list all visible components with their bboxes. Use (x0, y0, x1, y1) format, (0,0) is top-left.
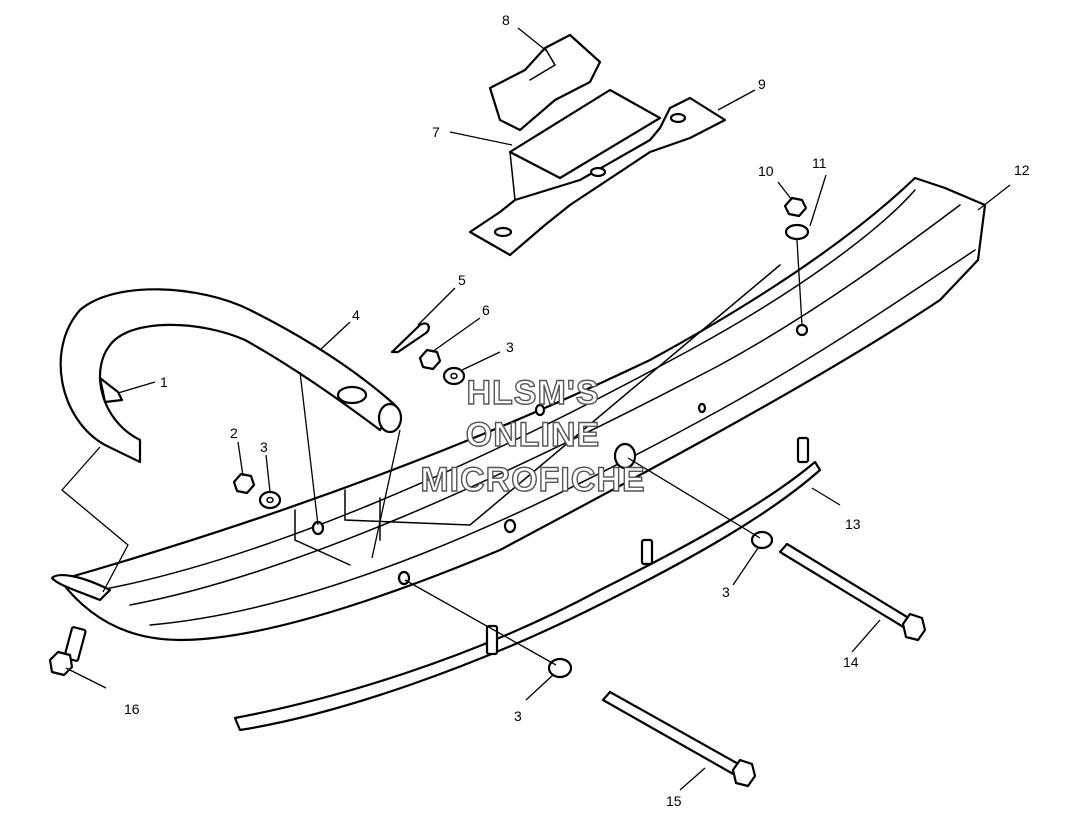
callout-5: 5 (458, 272, 466, 288)
saddle-pad (488, 33, 602, 132)
washer-3a (258, 490, 282, 510)
nut-2 (232, 472, 256, 495)
ski-saddle (468, 88, 727, 257)
bolt-16-head (48, 650, 74, 677)
callout-labels: 1 2 3 3 3 3 4 5 6 7 8 9 10 11 12 13 14 1… (124, 12, 1030, 809)
callout-7: 7 (432, 124, 440, 140)
callout-3c: 3 (722, 584, 730, 600)
callout-15: 15 (666, 793, 682, 809)
wear-bar (233, 436, 822, 732)
watermark-line-2: ONLINE (466, 416, 600, 454)
bolt-14-shank (778, 542, 914, 630)
ski-body (58, 176, 987, 642)
bolt-14-head (901, 612, 927, 642)
ski-tip (50, 574, 112, 602)
washer-3b (442, 366, 466, 386)
washer-3d (547, 657, 573, 679)
washer-11 (784, 223, 810, 241)
watermark-line-3: MICROFICHE (420, 461, 645, 499)
nut-10 (783, 196, 808, 218)
bolt-15-head (731, 758, 757, 788)
cotter-pin-5 (390, 322, 430, 354)
ski-loop (59, 288, 403, 464)
callout-10: 10 (758, 163, 774, 179)
watermark-line-1: HLSM'S (466, 374, 599, 412)
hardware (48, 196, 927, 788)
callout-3d: 3 (514, 708, 522, 724)
callout-16: 16 (124, 701, 140, 717)
callout-1: 1 (160, 374, 168, 390)
callout-13: 13 (845, 516, 861, 532)
callout-12: 12 (1014, 162, 1030, 178)
callout-3a: 3 (260, 439, 268, 455)
callout-14: 14 (843, 654, 859, 670)
callout-4: 4 (352, 307, 360, 323)
callout-9: 9 (758, 76, 766, 92)
callout-11: 11 (812, 155, 827, 171)
callout-3b: 3 (506, 339, 514, 355)
watermark: HLSM'S ONLINE MICROFICHE (420, 373, 646, 499)
bolt-15-shank (601, 690, 744, 777)
leader-lines (61, 27, 1011, 791)
callout-2: 2 (230, 425, 238, 441)
callout-8: 8 (502, 12, 510, 28)
nut-6 (418, 348, 442, 371)
callout-6: 6 (482, 302, 490, 318)
